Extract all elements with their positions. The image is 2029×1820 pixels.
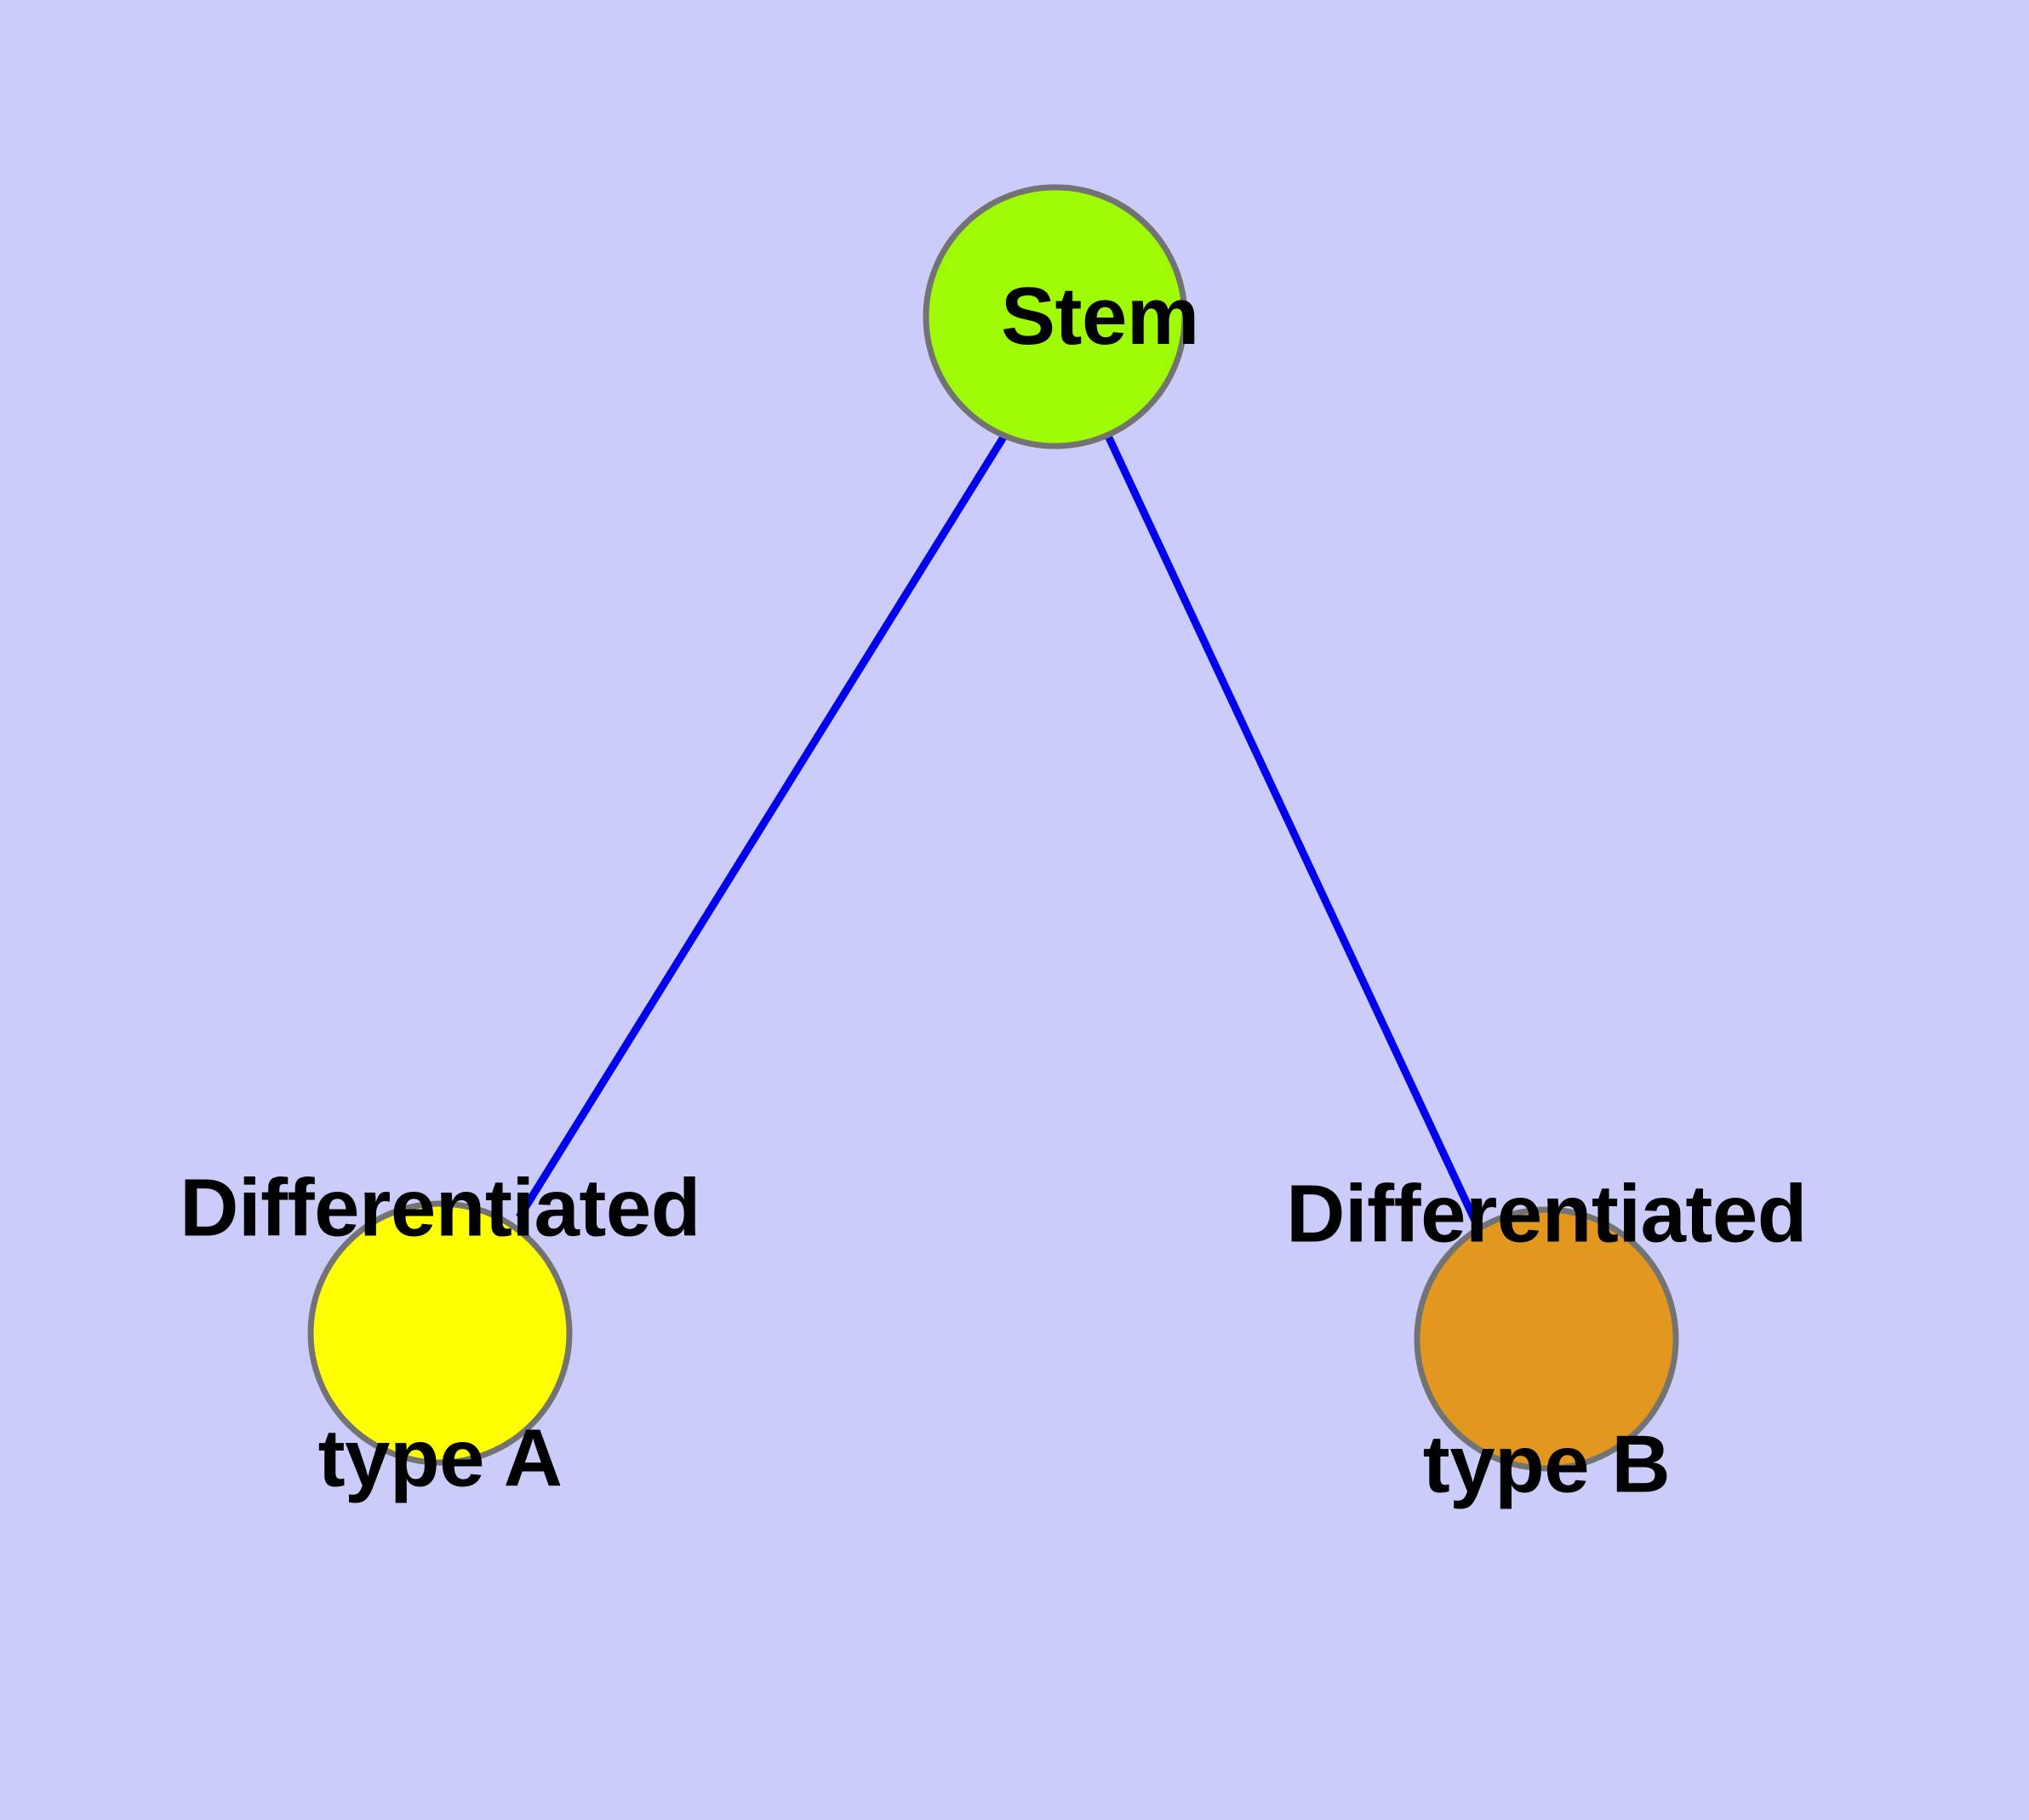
node-differentiated-type-b[interactable] — [1414, 1206, 1679, 1472]
node-layer — [307, 184, 1679, 1472]
node-differentiated-type-a[interactable] — [307, 1200, 573, 1466]
edge-stem-to-diffA[interactable] — [516, 433, 1008, 1220]
edge-stem-to-diffB[interactable] — [1104, 434, 1479, 1222]
node-stem[interactable] — [923, 184, 1188, 449]
edge-layer — [516, 433, 1479, 1222]
